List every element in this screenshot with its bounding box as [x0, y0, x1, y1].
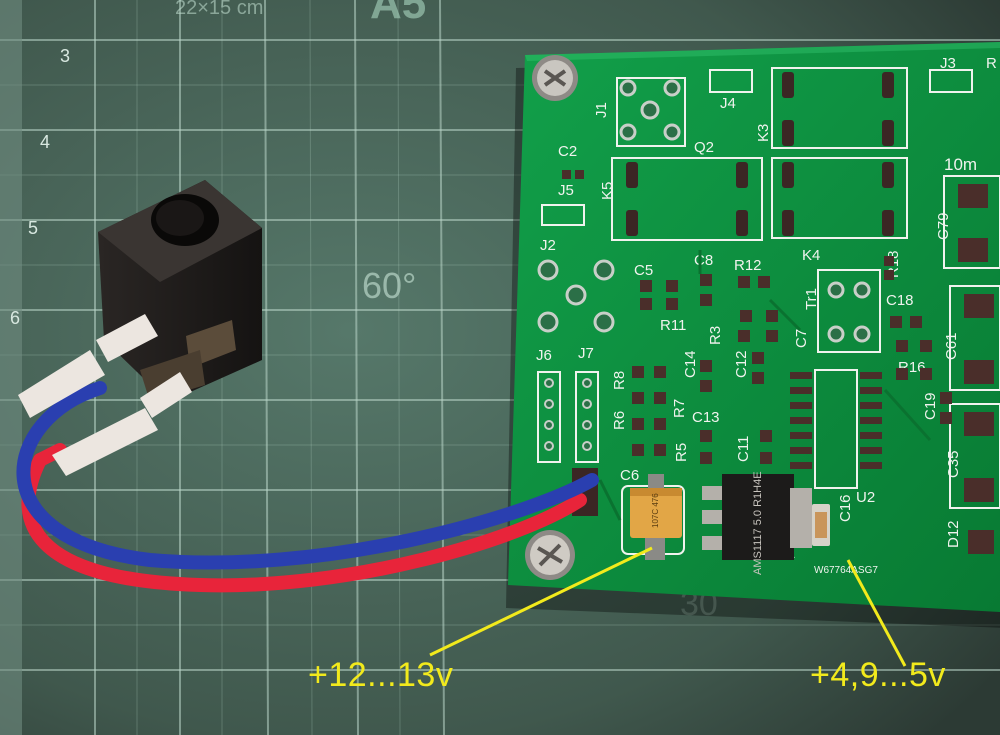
label-c14: C14 — [682, 350, 699, 378]
label-r11: R11 — [660, 317, 686, 334]
label-c8: C8 — [694, 252, 713, 269]
label-tr1: Tr1 — [803, 288, 820, 310]
label-c19: C19 — [922, 392, 939, 420]
pcb-through-holes — [537, 79, 871, 343]
header-pins — [544, 378, 592, 451]
heat-shrink-sleeves — [18, 314, 192, 476]
label-k3: K3 — [755, 124, 772, 142]
label-c13: C13 — [692, 409, 720, 426]
label-c35: C35 — [945, 450, 962, 478]
label-c18: C18 — [886, 292, 914, 309]
label-k4: K4 — [802, 247, 820, 264]
callout-lines — [429, 546, 907, 667]
capacitor-c16 — [812, 504, 830, 546]
label-c12: C12 — [733, 350, 750, 378]
power-wires — [16, 381, 599, 593]
label-j1: J1 — [593, 102, 610, 118]
regulator-marking: AMS1117 5.0 R1H4E — [752, 471, 764, 575]
ruler-number-4: 4 — [40, 132, 50, 152]
label-k5: K5 — [599, 182, 616, 200]
label-j6: J6 — [536, 347, 552, 364]
ruler-number-6: 6 — [10, 308, 20, 328]
label-r6: R6 — [611, 411, 628, 430]
label-u2: U2 — [856, 489, 875, 506]
label-c2: C2 — [558, 143, 577, 160]
label-j3: J3 — [940, 55, 956, 72]
label-c16: C16 — [837, 494, 854, 522]
label-j5: J5 — [558, 182, 574, 199]
label-r8: R8 — [611, 371, 628, 390]
label-10m: 10m — [944, 155, 977, 174]
u2-footprint — [790, 372, 882, 469]
label-r3: R3 — [707, 326, 724, 345]
voltage-regulator-u1: AMS1117 5.0 R1H4E — [702, 471, 812, 575]
label-r7: R7 — [671, 399, 688, 418]
dc-barrel-jack — [98, 180, 262, 402]
label-c6: C6 — [620, 467, 639, 484]
label-r: R — [986, 55, 997, 72]
label-board-code: W67764ASG7 — [814, 565, 878, 576]
mat-top-big: A5 — [370, 0, 426, 28]
label-j4: J4 — [720, 95, 736, 112]
label-q2: Q2 — [694, 139, 714, 156]
screw-bottom — [525, 530, 575, 580]
ruler-number-5: 5 — [28, 218, 38, 238]
mat-top-text: 22×15 cm — [175, 0, 263, 19]
screw-top — [532, 55, 578, 101]
label-c5: C5 — [634, 262, 653, 279]
label-r12: R12 — [734, 257, 762, 274]
label-c61: C61 — [943, 332, 960, 360]
pcb-outlines — [537, 67, 1000, 555]
pcb-traces — [598, 250, 932, 521]
label-c11: C11 — [735, 436, 752, 462]
callout-output-voltage: +4,9...5v — [810, 656, 946, 694]
pcb-smd-pads — [562, 72, 994, 554]
ruler-number-3: 3 — [60, 46, 70, 66]
tantalum-capacitor-c6: 107C 476 — [630, 474, 682, 560]
mat-angle-label: 60° — [362, 265, 416, 306]
label-j2: J2 — [540, 237, 556, 254]
label-r5: R5 — [673, 443, 690, 462]
label-d12: D12 — [945, 520, 962, 548]
callout-input-voltage: +12...13v — [308, 656, 454, 694]
label-c7: C7 — [793, 329, 810, 348]
label-j7: J7 — [578, 345, 594, 362]
tantalum-marking: 107C 476 — [651, 493, 660, 528]
